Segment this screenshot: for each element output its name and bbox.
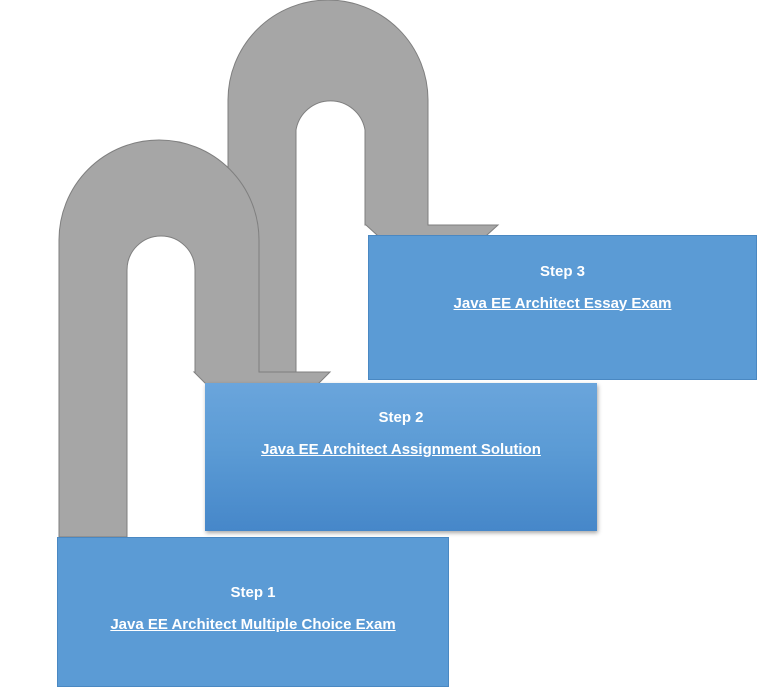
step-2-link[interactable]: Java EE Architect Assignment Solution [261, 441, 541, 458]
step-3-link[interactable]: Java EE Architect Essay Exam [453, 294, 672, 312]
step-3-box: Step 3 Java EE Architect Essay Exam [368, 235, 757, 380]
step-2-title: Step 2 [378, 409, 424, 426]
step-1-title: Step 1 [230, 584, 276, 601]
step-1-link[interactable]: Java EE Architect Multiple Choice Exam [110, 616, 396, 633]
step-1-box: Step 1 Java EE Architect Multiple Choice… [57, 537, 449, 687]
step-3-title: Step 3 [539, 262, 585, 280]
u-turn-arrow-upper [227, 0, 500, 384]
step-2-box: Step 2 Java EE Architect Assignment Solu… [205, 383, 597, 531]
